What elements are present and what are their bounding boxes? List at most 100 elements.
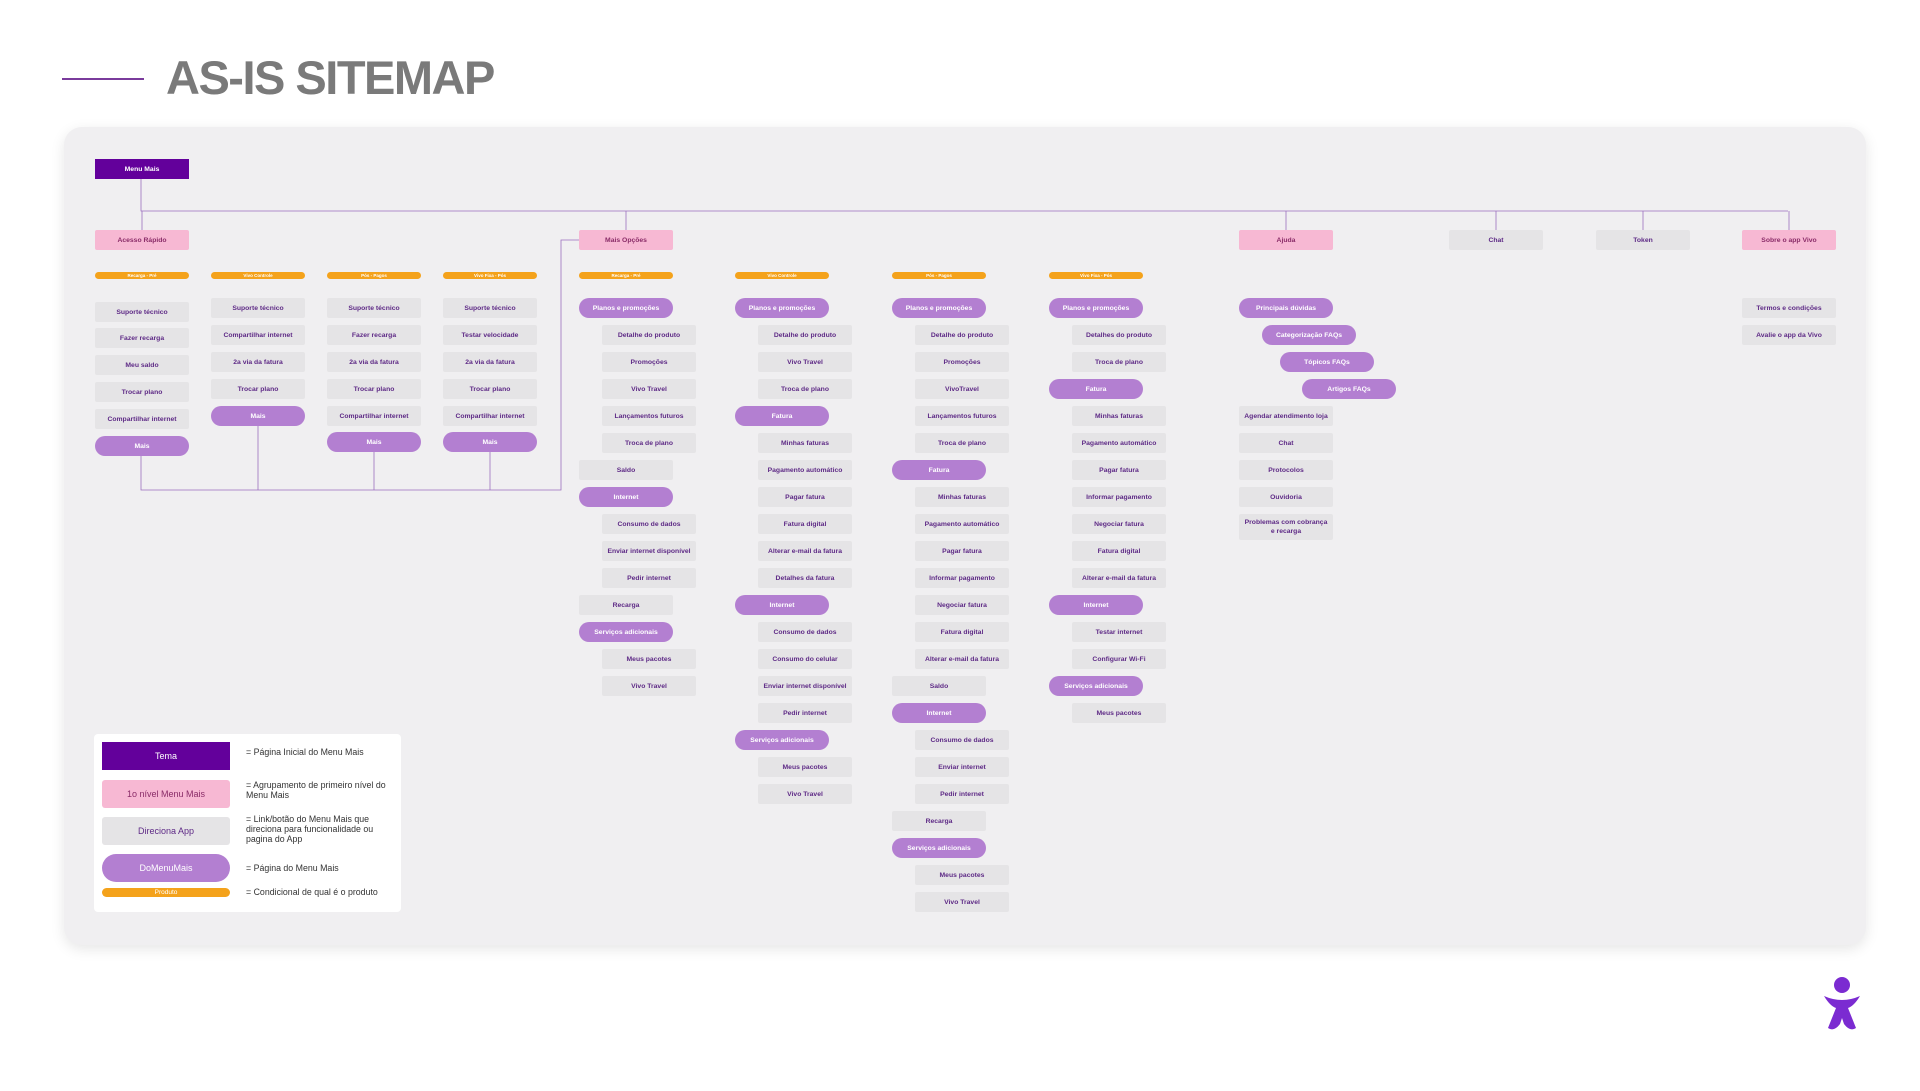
mais-opcoes-col1-alterar-e-mail-da-fatura[interactable]: Alterar e-mail da fatura <box>758 541 852 561</box>
acesso-rapido-col1-suporte-tecnico[interactable]: Suporte técnico <box>211 298 305 318</box>
acesso-rapido-col2-2a-via-da-fatura[interactable]: 2a via da fatura <box>327 352 421 372</box>
mais-opcoes-col1-servicos-adicionais[interactable]: Serviços adicionais <box>735 730 829 750</box>
mais-opcoes-col1-detalhe-do-produto[interactable]: Detalhe do produto <box>758 325 852 345</box>
acesso-rapido-col2-mais[interactable]: Mais <box>327 432 421 452</box>
mais-opcoes-col0-servicos-adicionais[interactable]: Serviços adicionais <box>579 622 673 642</box>
mais-opcoes-col3-pagar-fatura[interactable]: Pagar fatura <box>1072 460 1166 480</box>
mais-opcoes-col2-pagamento-automatico[interactable]: Pagamento automático <box>915 514 1009 534</box>
mais-opcoes-col0-recarga[interactable]: Recarga <box>579 595 673 615</box>
mais-opcoes-col1-pagamento-automatico[interactable]: Pagamento automático <box>758 460 852 480</box>
ajuda-ouvidoria[interactable]: Ouvidoria <box>1239 487 1333 507</box>
acesso-rapido-col1-compartilhar-internet[interactable]: Compartilhar internet <box>211 325 305 345</box>
mais-opcoes-col3-fatura-digital[interactable]: Fatura digital <box>1072 541 1166 561</box>
acesso-rapido-col0-mais[interactable]: Mais <box>95 436 189 456</box>
acesso-rapido-col0-suporte-tecnico[interactable]: Suporte técnico <box>95 302 189 322</box>
acesso-rapido-col1-mais[interactable]: Mais <box>211 406 305 426</box>
mais-opcoes-col0-saldo[interactable]: Saldo <box>579 460 673 480</box>
mais-opcoes-col0-enviar-internet-disponivel[interactable]: Enviar internet disponível <box>602 541 696 561</box>
ajuda-artigos-faqs[interactable]: Artigos FAQs <box>1302 379 1396 399</box>
mais-opcoes-col2-alterar-e-mail-da-fatura[interactable]: Alterar e-mail da fatura <box>915 649 1009 669</box>
mais-opcoes-col3-configurar-wi-fi[interactable]: Configurar Wi-Fi <box>1072 649 1166 669</box>
mais-opcoes-col2-vivotravel[interactable]: VivoTravel <box>915 379 1009 399</box>
mais-opcoes-col3-troca-de-plano[interactable]: Troca de plano <box>1072 352 1166 372</box>
first-level-sobre-o-app-vivo[interactable]: Sobre o app Vivo <box>1742 230 1836 250</box>
acesso-rapido-col3-2a-via-da-fatura[interactable]: 2a via da fatura <box>443 352 537 372</box>
first-level-ajuda[interactable]: Ajuda <box>1239 230 1333 250</box>
mais-opcoes-col1-pagar-fatura[interactable]: Pagar fatura <box>758 487 852 507</box>
ajuda-categorizacao-faqs[interactable]: Categorização FAQs <box>1262 325 1356 345</box>
mais-opcoes-col2-meus-pacotes[interactable]: Meus pacotes <box>915 865 1009 885</box>
mais-opcoes-col0-vivo-travel[interactable]: Vivo Travel <box>602 379 696 399</box>
mais-opcoes-col0-consumo-de-dados[interactable]: Consumo de dados <box>602 514 696 534</box>
mais-opcoes-col3-internet[interactable]: Internet <box>1049 595 1143 615</box>
acesso-rapido-col3-trocar-plano[interactable]: Trocar plano <box>443 379 537 399</box>
mais-opcoes-col0-internet[interactable]: Internet <box>579 487 673 507</box>
mais-opcoes-col2-enviar-internet[interactable]: Enviar internet <box>915 757 1009 777</box>
mais-opcoes-col3-minhas-faturas[interactable]: Minhas faturas <box>1072 406 1166 426</box>
mais-opcoes-col0-troca-de-plano[interactable]: Troca de plano <box>602 433 696 453</box>
mais-opcoes-col3-servicos-adicionais[interactable]: Serviços adicionais <box>1049 676 1143 696</box>
first-level-chat[interactable]: Chat <box>1449 230 1543 250</box>
mais-opcoes-col2-promocoes[interactable]: Promoções <box>915 352 1009 372</box>
mais-opcoes-col2-pagar-fatura[interactable]: Pagar fatura <box>915 541 1009 561</box>
mais-opcoes-col2-fatura-digital[interactable]: Fatura digital <box>915 622 1009 642</box>
mais-opcoes-col1-consumo-do-celular[interactable]: Consumo do celular <box>758 649 852 669</box>
acesso-rapido-col3-compartilhar-internet[interactable]: Compartilhar internet <box>443 406 537 426</box>
mais-opcoes-col2-minhas-faturas[interactable]: Minhas faturas <box>915 487 1009 507</box>
mais-opcoes-col1-vivo-travel[interactable]: Vivo Travel <box>758 784 852 804</box>
mais-opcoes-col3-pagamento-automatico[interactable]: Pagamento automático <box>1072 433 1166 453</box>
mais-opcoes-col0-vivo-travel[interactable]: Vivo Travel <box>602 676 696 696</box>
mais-opcoes-col1-meus-pacotes[interactable]: Meus pacotes <box>758 757 852 777</box>
mais-opcoes-col2-consumo-de-dados[interactable]: Consumo de dados <box>915 730 1009 750</box>
mais-opcoes-col3-negociar-fatura[interactable]: Negociar fatura <box>1072 514 1166 534</box>
first-level-acesso-rapido[interactable]: Acesso Rápido <box>95 230 189 250</box>
mais-opcoes-col2-recarga[interactable]: Recarga <box>892 811 986 831</box>
mais-opcoes-col2-servicos-adicionais[interactable]: Serviços adicionais <box>892 838 986 858</box>
acesso-rapido-col1-2a-via-da-fatura[interactable]: 2a via da fatura <box>211 352 305 372</box>
first-level-mais-opcoes[interactable]: Mais Opções <box>579 230 673 250</box>
mais-opcoes-col0-planos-e-promocoes[interactable]: Planos e promoções <box>579 298 673 318</box>
mais-opcoes-col0-meus-pacotes[interactable]: Meus pacotes <box>602 649 696 669</box>
mais-opcoes-col3-informar-pagamento[interactable]: Informar pagamento <box>1072 487 1166 507</box>
mais-opcoes-col0-detalhe-do-produto[interactable]: Detalhe do produto <box>602 325 696 345</box>
mais-opcoes-col1-detalhes-da-fatura[interactable]: Detalhes da fatura <box>758 568 852 588</box>
acesso-rapido-col3-testar-velocidade[interactable]: Testar velocidade <box>443 325 537 345</box>
mais-opcoes-col2-fatura[interactable]: Fatura <box>892 460 986 480</box>
acesso-rapido-col1-trocar-plano[interactable]: Trocar plano <box>211 379 305 399</box>
mais-opcoes-col0-lancamentos-futuros[interactable]: Lançamentos futuros <box>602 406 696 426</box>
mais-opcoes-col0-promocoes[interactable]: Promoções <box>602 352 696 372</box>
mais-opcoes-col3-fatura[interactable]: Fatura <box>1049 379 1143 399</box>
acesso-rapido-col0-trocar-plano[interactable]: Trocar plano <box>95 382 189 402</box>
ajuda-protocolos[interactable]: Protocolos <box>1239 460 1333 480</box>
mais-opcoes-col1-minhas-faturas[interactable]: Minhas faturas <box>758 433 852 453</box>
sobre-avalie-o-app-da-vivo[interactable]: Avalie o app da Vivo <box>1742 325 1836 345</box>
mais-opcoes-col2-saldo[interactable]: Saldo <box>892 676 986 696</box>
mais-opcoes-col2-planos-e-promocoes[interactable]: Planos e promoções <box>892 298 986 318</box>
acesso-rapido-col2-compartilhar-internet[interactable]: Compartilhar internet <box>327 406 421 426</box>
acesso-rapido-col3-mais[interactable]: Mais <box>443 432 537 452</box>
mais-opcoes-col2-vivo-travel[interactable]: Vivo Travel <box>915 892 1009 912</box>
mais-opcoes-col1-internet[interactable]: Internet <box>735 595 829 615</box>
mais-opcoes-col1-consumo-de-dados[interactable]: Consumo de dados <box>758 622 852 642</box>
mais-opcoes-col3-alterar-e-mail-da-fatura[interactable]: Alterar e-mail da fatura <box>1072 568 1166 588</box>
mais-opcoes-col2-troca-de-plano[interactable]: Troca de plano <box>915 433 1009 453</box>
mais-opcoes-col0-pedir-internet[interactable]: Pedir internet <box>602 568 696 588</box>
mais-opcoes-col1-fatura[interactable]: Fatura <box>735 406 829 426</box>
ajuda-agendar-atendimento-loja[interactable]: Agendar atendimento loja <box>1239 406 1333 426</box>
mais-opcoes-col2-informar-pagamento[interactable]: Informar pagamento <box>915 568 1009 588</box>
acesso-rapido-col0-compartilhar-internet[interactable]: Compartilhar internet <box>95 409 189 429</box>
mais-opcoes-col1-enviar-internet-disponivel[interactable]: Enviar internet disponível <box>758 676 852 696</box>
mais-opcoes-col3-planos-e-promocoes[interactable]: Planos e promoções <box>1049 298 1143 318</box>
mais-opcoes-col2-pedir-internet[interactable]: Pedir internet <box>915 784 1009 804</box>
acesso-rapido-col2-trocar-plano[interactable]: Trocar plano <box>327 379 421 399</box>
acesso-rapido-col0-meu-saldo[interactable]: Meu saldo <box>95 355 189 375</box>
mais-opcoes-col1-fatura-digital[interactable]: Fatura digital <box>758 514 852 534</box>
first-level-token[interactable]: Token <box>1596 230 1690 250</box>
acesso-rapido-col0-fazer-recarga[interactable]: Fazer recarga <box>95 328 189 348</box>
mais-opcoes-col2-negociar-fatura[interactable]: Negociar fatura <box>915 595 1009 615</box>
mais-opcoes-col2-detalhe-do-produto[interactable]: Detalhe do produto <box>915 325 1009 345</box>
mais-opcoes-col2-internet[interactable]: Internet <box>892 703 986 723</box>
mais-opcoes-col1-vivo-travel[interactable]: Vivo Travel <box>758 352 852 372</box>
acesso-rapido-col2-fazer-recarga[interactable]: Fazer recarga <box>327 325 421 345</box>
mais-opcoes-col3-testar-internet[interactable]: Testar internet <box>1072 622 1166 642</box>
